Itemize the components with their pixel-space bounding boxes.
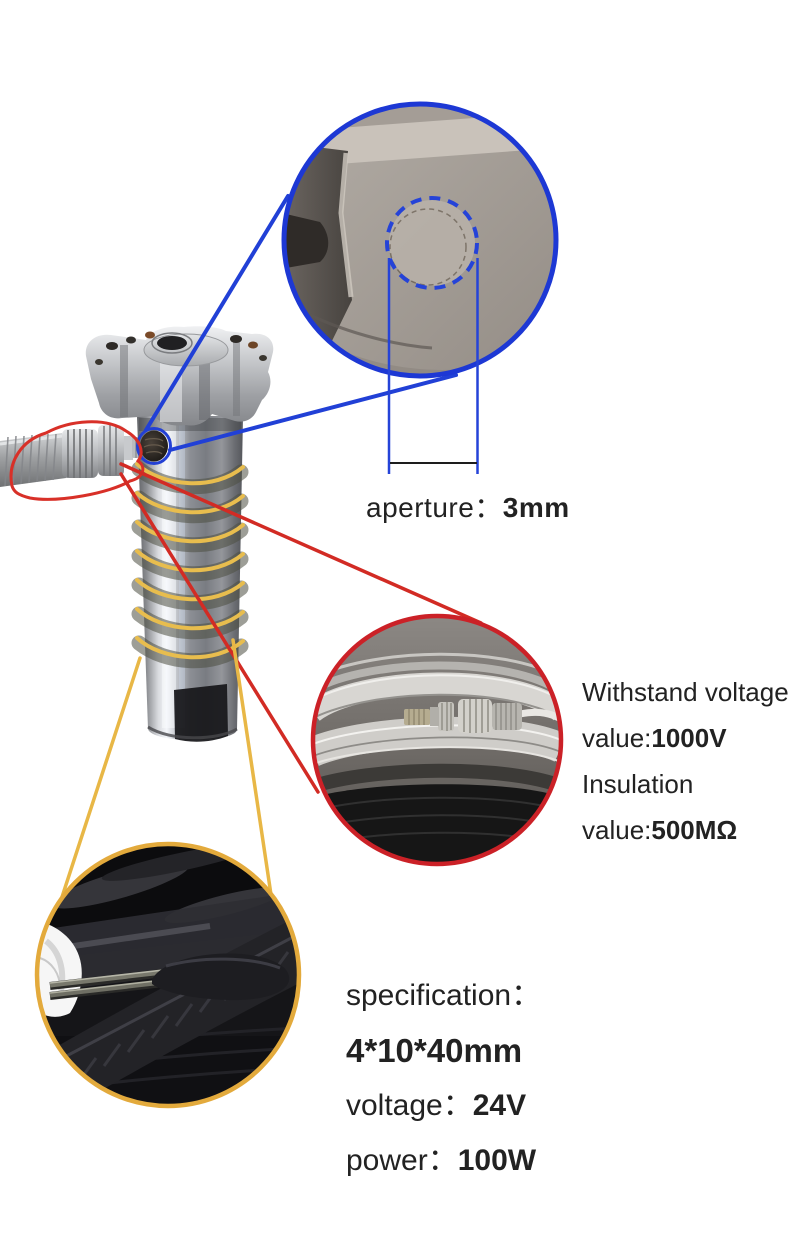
withstand-voltage-label: Withstand voltage [582, 677, 789, 707]
magnifier-circle-cable [34, 841, 302, 1109]
heater-pins-photo [49, 968, 173, 1000]
flange-holes [95, 331, 267, 365]
withstand-voltage-value: 1000V [651, 723, 727, 753]
connector-red-outline [9, 420, 145, 501]
wire-connector-photo [404, 699, 561, 733]
aperture-hole [136, 427, 172, 465]
power-label: power： [346, 1144, 458, 1177]
leader-line-blue-upper [144, 194, 290, 432]
aperture-dashed-circle [385, 196, 479, 290]
leader-line-yellow-right [231, 638, 275, 910]
voltage-label: voltage： [346, 1089, 473, 1122]
power-line: power：100W [346, 1133, 541, 1188]
magnifier-circle-aperture [281, 101, 559, 379]
leader-line-red-lower [119, 472, 320, 794]
withstand-voltage-value-line: value:1000V [582, 715, 789, 761]
dimension-line [387, 258, 479, 474]
magnifier-circle-wires [310, 613, 564, 867]
power-value: 100W [457, 1144, 537, 1177]
insulation-value-line: value:500MΩ [582, 807, 789, 853]
leader-line-yellow-left [60, 656, 142, 899]
insulation-label: Insulation [582, 769, 694, 799]
aperture-callout: aperture：3mm [366, 486, 570, 526]
value-label: value: [582, 723, 652, 753]
specification-size-value: 4*10*40mm [346, 1032, 523, 1069]
leader-lines [60, 194, 483, 910]
electrical-specs-callout: Withstand voltage value:1000V Insulation… [582, 669, 789, 853]
product-specs-callout: specification： 4*10*40mm voltage：24V pow… [346, 968, 541, 1188]
specification-heading: specification： [346, 979, 542, 1012]
aperture-value: 3mm [502, 492, 570, 523]
heater-photo [0, 326, 274, 742]
voltage-line: voltage：24V [346, 1078, 541, 1133]
aperture-label: aperture： [366, 492, 503, 523]
insulation-value: 500MΩ [651, 815, 738, 845]
value-label: value: [582, 815, 652, 845]
voltage-value: 24V [472, 1089, 527, 1122]
leader-line-red-upper [119, 462, 483, 625]
leader-line-blue-lower [168, 373, 458, 452]
